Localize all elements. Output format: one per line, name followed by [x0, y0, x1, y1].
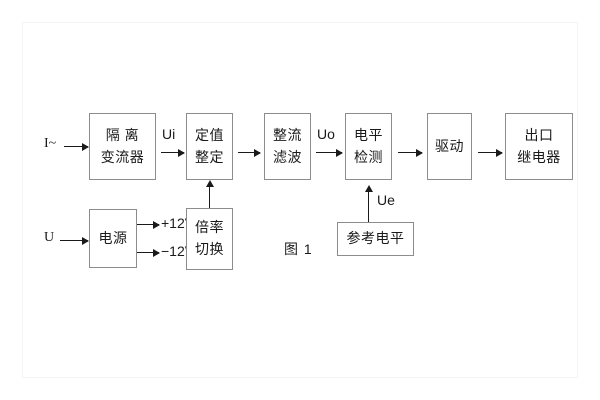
arrow-voltage-to-power: [60, 236, 89, 245]
block-output-relay[interactable]: 出口 继电器: [505, 113, 573, 180]
block-multiplier-switch-line-2: 切换: [195, 241, 224, 257]
block-output-relay-line-1: 出口: [524, 126, 554, 143]
signal-label-ue: Ue: [377, 192, 395, 208]
block-multiplier-switch[interactable]: 倍率 切换: [186, 208, 233, 270]
block-power-supply[interactable]: 电源: [89, 209, 137, 268]
block-isolation-ct-line-2: 变流器: [100, 148, 145, 165]
arrow-multiplier-to-setting: [205, 180, 214, 208]
rail-label-negative: −12V: [161, 243, 195, 259]
block-reference-level[interactable]: 参考电平: [337, 222, 414, 256]
arrow-setting-to-rectifier: [238, 148, 261, 157]
figure-caption: 图 1: [284, 241, 313, 257]
block-isolation-ct[interactable]: 隔 离 变流器: [89, 113, 156, 180]
block-power-supply-line-1: 电源: [98, 229, 128, 246]
block-rectifier-filter-line-2: 滤波: [273, 148, 302, 165]
signal-label-uo: Uo: [317, 126, 335, 142]
block-setting-value[interactable]: 定值 整定: [186, 113, 233, 180]
block-setting-value-line-1: 定值: [195, 126, 224, 143]
block-isolation-ct-line-1: 隔 离: [105, 126, 140, 143]
arrow-isolation-to-setting: [161, 148, 185, 157]
block-rectifier-filter[interactable]: 整流 滤波: [264, 113, 311, 180]
input-label-voltage: U: [44, 230, 55, 245]
rail-label-positive: +12V: [161, 215, 195, 231]
block-level-detection-line-1: 电平: [354, 126, 383, 143]
block-output-relay-line-2: 继电器: [517, 148, 561, 165]
input-label-current: I~: [44, 136, 57, 151]
block-level-detection[interactable]: 电平 检测: [345, 113, 392, 180]
arrow-reference-to-level: [364, 185, 373, 222]
block-drive[interactable]: 驱动: [427, 113, 472, 180]
block-setting-value-line-2: 整定: [195, 148, 224, 165]
arrow-drive-to-relay: [478, 148, 503, 157]
block-drive-line-1: 驱动: [435, 137, 464, 154]
arrow-rail-negative: [137, 248, 160, 257]
arrow-level-to-drive: [398, 148, 423, 157]
block-reference-level-line-1: 参考电平: [346, 230, 405, 247]
arrow-rail-positive: [137, 220, 160, 229]
signal-label-ui: Ui: [162, 126, 176, 142]
block-multiplier-switch-line-1: 倍率: [195, 219, 224, 236]
block-rectifier-filter-line-1: 整流: [273, 126, 302, 143]
block-level-detection-line-2: 检测: [354, 148, 383, 165]
diagram-frame: [22, 22, 578, 378]
arrow-rectifier-to-level: [316, 148, 343, 157]
arrow-current-to-isolation: [64, 142, 89, 151]
